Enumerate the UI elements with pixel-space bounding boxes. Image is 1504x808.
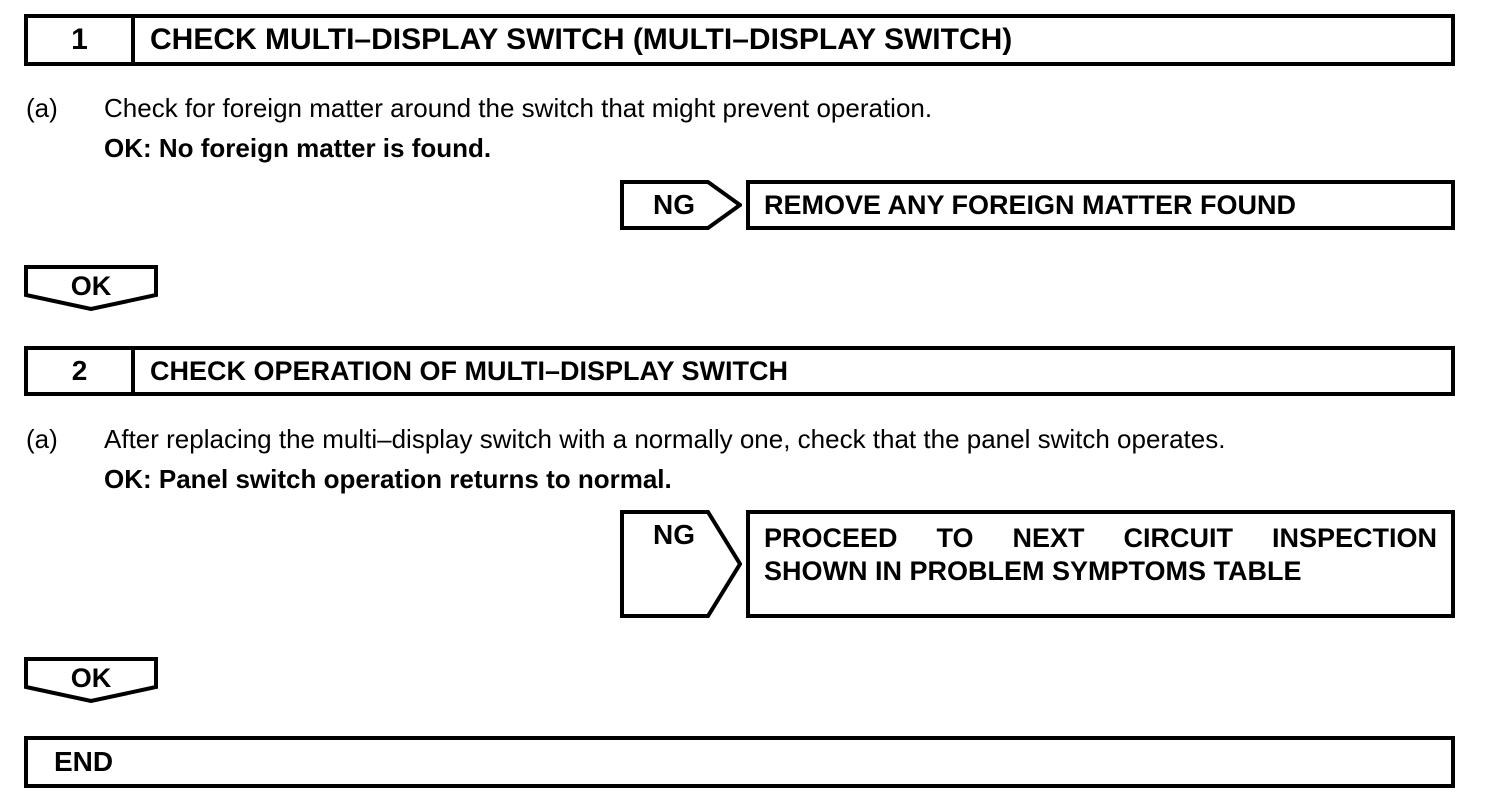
ng-arrow-shape	[620, 180, 742, 230]
step-1-ng-result-line-1: REMOVE ANY FOREIGN MATTER FOUND	[764, 190, 1297, 220]
step-2-number: 2	[28, 350, 135, 392]
result-word: INSPECTION	[1271, 523, 1437, 553]
step-2-procedure-line: (a) After replacing the multi–display sw…	[26, 424, 1225, 455]
ok-arrow-shape	[24, 265, 158, 311]
result-word: CIRCUIT	[1123, 523, 1233, 553]
step-1-procedure-line: (a) Check for foreign matter around the …	[26, 93, 932, 124]
end-box: END	[24, 736, 1455, 788]
end-label: END	[54, 746, 114, 777]
step-2-ok-criterion: OK: Panel switch operation returns to no…	[104, 464, 672, 494]
step-2-ng-result-box: PROCEED TO NEXT CIRCUIT INSPECTION SHOWN…	[746, 510, 1455, 618]
step-2-title: CHECK OPERATION OF MULTI–DISPLAY SWITCH	[150, 355, 789, 386]
step-1-procedure: (a) Check for foreign matter around the …	[26, 93, 932, 164]
step-1-ng-label: NG	[653, 189, 695, 220]
step-1-header: 1 CHECK MULTI–DISPLAY SWITCH (MULTI–DISP…	[24, 14, 1455, 66]
step-2-procedure-label: (a)	[26, 424, 58, 454]
step-1-procedure-text: Check for foreign matter around the swit…	[104, 93, 933, 123]
step-1-ok-arrow: OK	[24, 265, 158, 311]
step-1-number: 1	[28, 18, 135, 62]
step-1-procedure-label: (a)	[26, 93, 58, 123]
ng-arrow-shape	[620, 510, 742, 618]
step-2-ng-arrow: NG	[620, 510, 742, 618]
step-2-ng-result-line-1: PROCEED TO NEXT CIRCUIT INSPECTION	[750, 522, 1451, 555]
result-word: TO	[936, 523, 974, 553]
step-1-ng-arrow: NG	[620, 180, 742, 230]
step-1-ok-label: OK	[70, 271, 112, 301]
step-1-ok-criterion: OK: No foreign matter is found.	[104, 133, 492, 163]
result-word: NEXT	[1012, 523, 1085, 553]
step-2-ok-label: OK	[70, 663, 112, 693]
step-2-ng-label: NG	[653, 519, 695, 550]
ok-arrow-shape	[24, 657, 158, 703]
result-word: PROCEED	[764, 523, 898, 553]
step-2-procedure: (a) After replacing the multi–display sw…	[26, 424, 1225, 495]
step-1-title: CHECK MULTI–DISPLAY SWITCH (MULTI–DISPLA…	[150, 23, 1013, 56]
step-2-ok-arrow: OK	[24, 657, 158, 703]
step-1-ng-result-box: REMOVE ANY FOREIGN MATTER FOUND	[746, 180, 1455, 230]
step-2-header: 2 CHECK OPERATION OF MULTI–DISPLAY SWITC…	[24, 346, 1455, 396]
step-2-ng-result-line-2: SHOWN IN PROBLEM SYMPTOMS TABLE	[764, 556, 1302, 586]
step-2-procedure-text: After replacing the multi–display switch…	[104, 424, 1226, 454]
